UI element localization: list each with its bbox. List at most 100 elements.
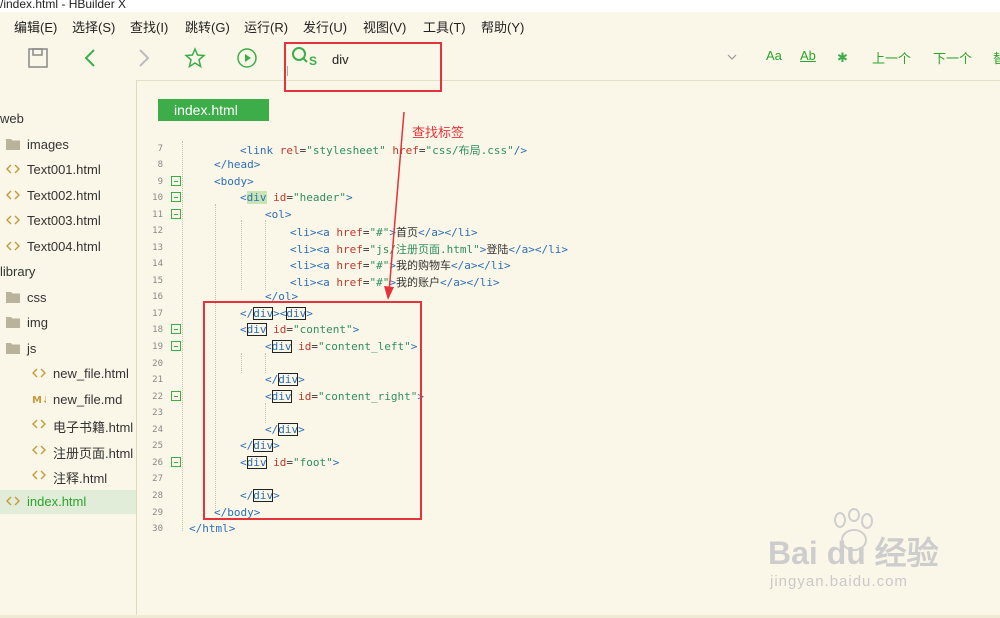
menu-help[interactable]: 帮助(Y) <box>481 20 525 35</box>
regex-icon[interactable]: ✱ <box>836 50 850 64</box>
code-line: 25 </div> <box>152 439 280 452</box>
html-file-icon <box>6 214 20 226</box>
sidebar-item[interactable]: 电子书籍.html <box>0 413 136 437</box>
menu-edit[interactable]: 编辑(E) <box>14 20 58 35</box>
html-file-icon <box>6 189 20 201</box>
search-match: div <box>278 373 299 386</box>
sidebar-item[interactable]: index.html <box>0 490 136 514</box>
sidebar-item[interactable]: img <box>0 311 136 335</box>
fold-toggle[interactable] <box>171 391 181 401</box>
fold-toggle[interactable] <box>171 341 181 351</box>
tab-index-html[interactable]: index.html <box>158 99 269 121</box>
sidebar-item[interactable]: css <box>0 286 136 310</box>
sidebar-item-label: Text003.html <box>27 213 101 228</box>
folder-icon <box>6 138 20 150</box>
search-icon: S <box>292 47 317 68</box>
sidebar-item[interactable]: Text003.html <box>0 209 136 233</box>
code-editor[interactable]: 7 <link rel="stylesheet" href="css/布局.cs… <box>137 121 1000 615</box>
code-line: 27 <box>152 474 163 484</box>
sidebar-item[interactable]: 注释.html <box>0 464 136 488</box>
sidebar-item[interactable]: M↓new_file.md <box>0 388 136 412</box>
whole-word-button[interactable]: Ab <box>800 48 816 63</box>
code-line: 20 <box>152 359 163 369</box>
window-titlebar: /index.html - HBuilder X <box>0 0 1000 12</box>
code-line: 15 <li><a href="#">我的账户</a></li> <box>152 276 500 289</box>
fold-toggle[interactable] <box>171 457 181 467</box>
forward-icon[interactable] <box>131 46 155 70</box>
sidebar-item[interactable]: library <box>0 260 136 284</box>
html-file-icon <box>32 418 46 430</box>
prev-match-button[interactable]: 上一个 <box>872 51 912 66</box>
indent-guide <box>265 353 266 373</box>
sidebar-item[interactable]: Text004.html <box>0 235 136 259</box>
window-title: /index.html - HBuilder X <box>0 0 127 11</box>
indent-guide <box>215 204 216 512</box>
svg-text:S: S <box>309 54 317 68</box>
html-file-icon <box>6 240 20 252</box>
fold-toggle[interactable] <box>171 209 181 219</box>
search-match: div <box>253 439 274 452</box>
sidebar-item-label: new_file.html <box>53 366 129 381</box>
code-line: 12 <li><a href="#">首页</a></li> <box>152 226 478 239</box>
save-icon[interactable] <box>26 46 50 70</box>
menu-bar: 编辑(E) 选择(S) 查找(I) 跳转(G) 运行(R) 发行(U) 视图(V… <box>0 12 1000 38</box>
sidebar-item-label: library <box>0 264 36 279</box>
fold-toggle[interactable] <box>171 192 181 202</box>
sidebar-item-label: index.html <box>27 494 87 509</box>
sidebar-item[interactable]: Text002.html <box>0 184 136 208</box>
code-line: 9 <body> <box>157 175 254 188</box>
code-line: 14 <li><a href="#">我的购物车</a></li> <box>152 259 511 272</box>
code-line: 26 <div id="foot"> <box>152 456 340 469</box>
next-match-button[interactable]: 下一个 <box>933 51 973 66</box>
code-line: 8 </head> <box>157 158 261 171</box>
menu-tools[interactable]: 工具(T) <box>423 20 466 35</box>
menu-goto[interactable]: 跳转(G) <box>185 20 230 35</box>
menu-publish[interactable]: 发行(U) <box>303 20 348 35</box>
chevron-down-icon[interactable] <box>727 53 737 61</box>
indent-guide <box>265 403 266 423</box>
text-cursor <box>287 66 288 76</box>
match-case-button[interactable]: Aa <box>766 48 782 63</box>
run-icon[interactable] <box>235 46 259 70</box>
sidebar-item[interactable]: 注册页面.html <box>0 439 136 463</box>
project-sidebar <box>0 80 137 615</box>
html-file-icon <box>32 469 46 481</box>
fold-toggle[interactable] <box>171 176 181 186</box>
indent-guide <box>265 220 266 290</box>
star-icon[interactable] <box>183 46 207 70</box>
replace-button[interactable]: 替 <box>993 51 1000 66</box>
menu-select[interactable]: 选择(S) <box>72 20 116 35</box>
code-line: 29 </body> <box>152 506 261 519</box>
sidebar-item-label: Text001.html <box>27 162 101 177</box>
folder-icon <box>6 342 20 354</box>
search-match: div <box>253 307 274 320</box>
sidebar-item[interactable]: web <box>0 107 136 131</box>
menu-view[interactable]: 视图(V) <box>363 20 407 35</box>
sidebar-item-label: css <box>27 290 47 305</box>
markdown-icon: M↓ <box>32 393 50 406</box>
paw-icon <box>834 508 873 551</box>
html-file-icon <box>6 163 20 175</box>
code-line: 23 <box>152 408 163 418</box>
code-line: 24 </div> <box>152 423 305 436</box>
search-match: div <box>271 390 292 403</box>
search-input[interactable]: div <box>332 52 349 67</box>
back-icon[interactable] <box>79 46 103 70</box>
status-bar <box>0 615 1000 618</box>
sidebar-item[interactable]: images <box>0 133 136 157</box>
sidebar-item[interactable]: js <box>0 337 136 361</box>
code-line: 11 <ol> <box>152 208 292 221</box>
code-line: 28 </div> <box>152 489 280 502</box>
code-line: 7 <link rel="stylesheet" href="css/布局.cs… <box>157 144 527 157</box>
indent-guide <box>241 220 242 290</box>
sidebar-item-label: img <box>27 315 48 330</box>
html-file-icon <box>32 367 46 379</box>
menu-find[interactable]: 查找(I) <box>130 20 169 35</box>
search-highlight-box <box>284 42 442 92</box>
fold-toggle[interactable] <box>171 324 181 334</box>
sidebar-item-label: js <box>27 341 37 356</box>
sidebar-item[interactable]: Text001.html <box>0 158 136 182</box>
menu-run[interactable]: 运行(R) <box>244 20 289 35</box>
sidebar-item[interactable]: new_file.html <box>0 362 136 386</box>
code-line: 17 </div><div> <box>152 307 313 320</box>
